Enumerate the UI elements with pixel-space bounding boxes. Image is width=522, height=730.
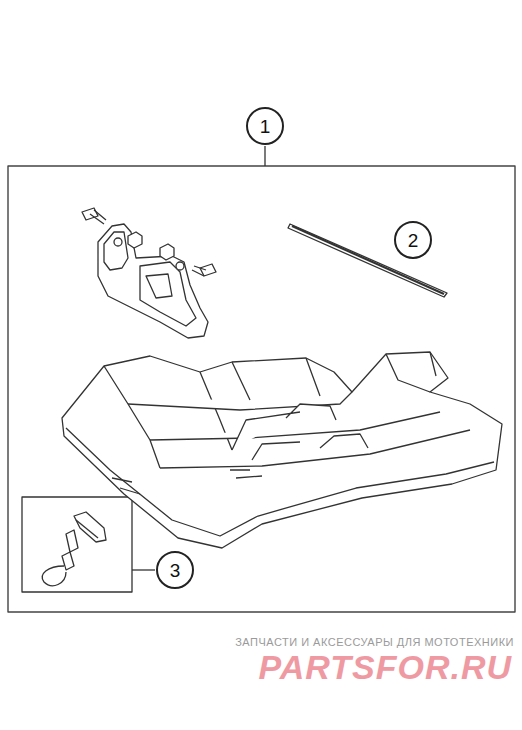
callout-circle: 1 — [246, 107, 284, 145]
skid-plate — [62, 352, 502, 548]
leader-line — [132, 569, 155, 570]
callout-number: 2 — [408, 231, 419, 250]
watermark-logo: PARTSFOR.RU — [259, 648, 512, 687]
callout-number: 1 — [260, 117, 271, 136]
callout-number: 3 — [170, 561, 181, 580]
clip-pin — [42, 512, 106, 586]
mounting-bracket — [82, 208, 216, 338]
watermark-text: ЗАПЧАСТИ И АКСЕССУАРЫ ДЛЯ МОТОТЕХНИКИ — [235, 636, 514, 648]
callout-circle: 2 — [394, 221, 432, 259]
kit-frame — [8, 166, 515, 612]
callout-circle: 3 — [156, 551, 194, 589]
leader-line — [264, 146, 265, 166]
detail-box — [22, 497, 132, 592]
